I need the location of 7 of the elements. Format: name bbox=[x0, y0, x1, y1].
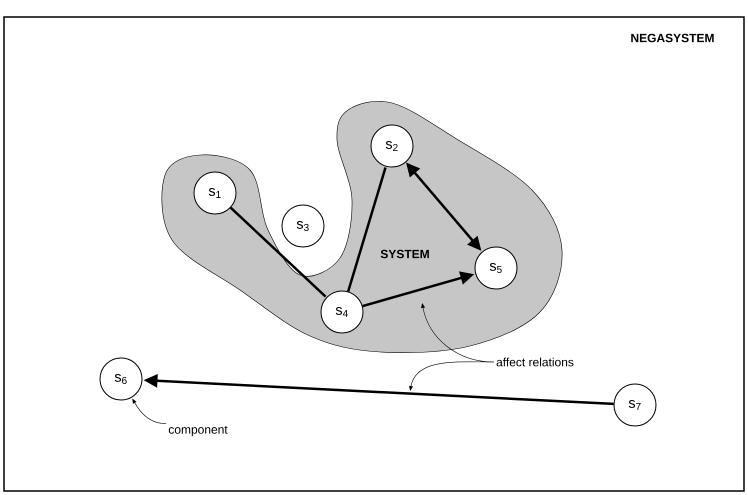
heading: NEGASYSTEM bbox=[631, 34, 714, 42]
region-label: SYSTEM bbox=[380, 250, 429, 258]
connector-line bbox=[347, 167, 387, 292]
connector-line bbox=[230, 206, 326, 298]
note-text: component bbox=[168, 426, 228, 436]
leader-line bbox=[132, 398, 166, 424]
note-text: affect relations bbox=[496, 358, 574, 366]
